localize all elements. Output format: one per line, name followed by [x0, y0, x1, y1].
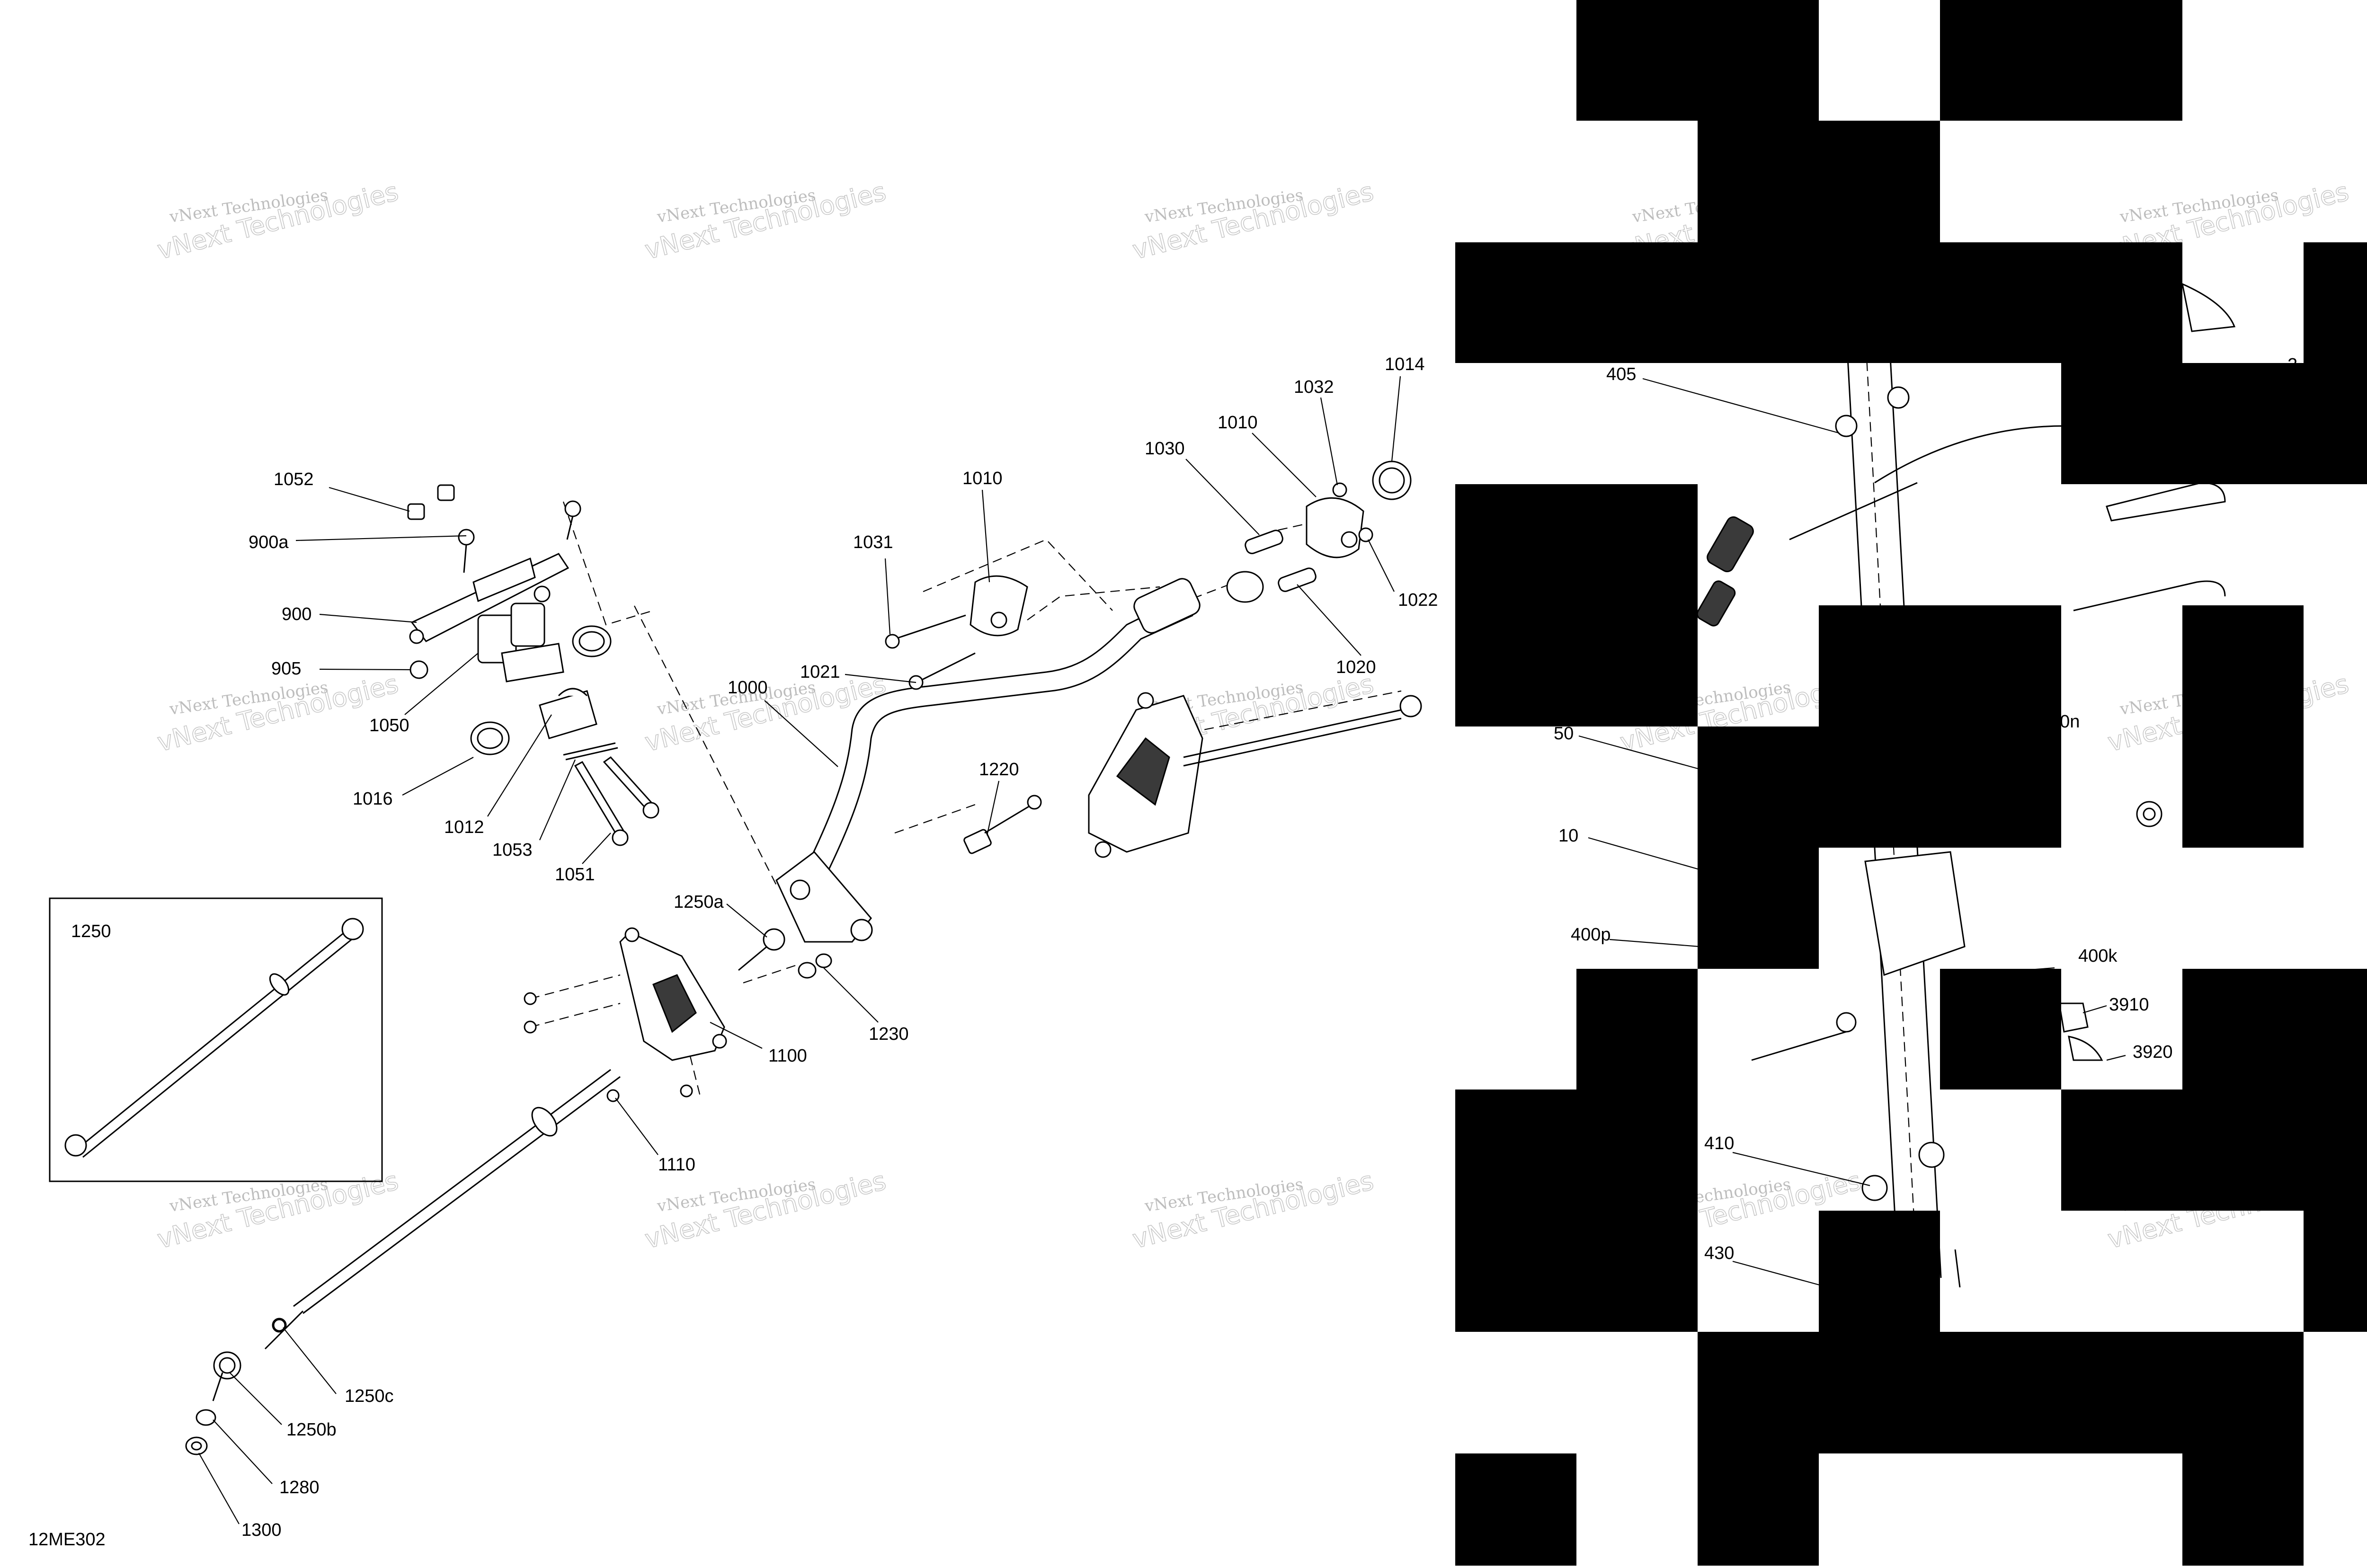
fastener-1052-a	[407, 503, 425, 520]
bolt-1022	[1358, 527, 1373, 542]
label-1230: 1230	[869, 1024, 909, 1044]
bolt-1220	[963, 795, 1042, 854]
bushing-1050	[477, 602, 564, 682]
bracket-900	[409, 553, 570, 644]
label-1014: 1014	[1385, 354, 1425, 374]
label-1050: 1050	[369, 716, 409, 735]
label-1110: 1110	[658, 1155, 695, 1175]
label-1021: 1021	[800, 662, 840, 682]
watermark: vNext Technologies vNext Technologies	[641, 1165, 889, 1255]
housing-upper	[1088, 692, 1203, 858]
label-1220: 1220	[979, 760, 1019, 780]
seal-1016-top	[572, 625, 612, 657]
ball-joint-1250a	[738, 928, 785, 971]
label-1030: 1030	[1145, 439, 1185, 459]
inset-box-1250: 1250	[49, 897, 383, 1182]
label-1022: 1022	[1398, 590, 1438, 610]
bolt-1031	[885, 614, 966, 649]
label-1012: 1012	[444, 817, 484, 837]
label-1032: 1032	[1294, 377, 1334, 397]
bolt-900a	[458, 500, 581, 573]
label-1031: 1031	[853, 532, 893, 552]
screws-1110	[524, 992, 693, 1102]
label-1250b: 1250b	[286, 1420, 337, 1440]
nut-1032	[1332, 482, 1347, 497]
clamp-1010-right	[1306, 497, 1364, 558]
housing-1100	[619, 927, 727, 1061]
label-1250a: 1250a	[674, 892, 724, 912]
label-1016: 1016	[353, 789, 393, 809]
inset-label-1250: 1250	[71, 921, 111, 941]
part-labels-right: 405 50 10 400p 400k 3910 3920 410 430 00…	[1554, 355, 2297, 1263]
label-1000: 1000	[728, 678, 768, 698]
diagram-code: 12ME302	[28, 1530, 106, 1550]
seal-1016	[470, 721, 510, 755]
bolt-1021	[908, 652, 976, 690]
redaction-blocks	[1455, 0, 2367, 1566]
washer-1280	[196, 1409, 216, 1426]
label-405: 405	[1606, 364, 1636, 384]
watermark: vNext Technologies vNext Technologies	[1129, 176, 1377, 266]
label-3910: 3910	[2109, 995, 2149, 1015]
label-1100: 1100	[768, 1046, 807, 1066]
label-1053: 1053	[492, 840, 533, 860]
label-400k: 400k	[2078, 946, 2118, 966]
nut-1300	[185, 1436, 208, 1455]
label-1300: 1300	[241, 1520, 282, 1540]
washer-1230	[798, 953, 832, 979]
label-1010-right: 1010	[1218, 413, 1258, 433]
nut-1250c	[273, 1319, 286, 1332]
label-00n: 00n	[2050, 712, 2080, 732]
label-1280: 1280	[279, 1478, 320, 1497]
watermark: vNext Technologies vNext Technologies	[154, 1165, 401, 1255]
clamp-1012	[539, 688, 597, 739]
watermark: vNext Technologies vNext Technologies	[154, 668, 401, 758]
label-400p: 400p	[1571, 925, 1611, 945]
label-50: 50	[1554, 724, 1574, 744]
fastener-1052-b	[437, 484, 455, 501]
label-410: 410	[1704, 1134, 1734, 1153]
label-2: 2	[2287, 355, 2297, 375]
seal-1014	[1372, 461, 1412, 500]
watermark: vNext Technologies vNext Technologies	[154, 176, 401, 266]
watermark: vNext Technologies vNext Technologies	[641, 176, 889, 266]
label-1250c: 1250c	[345, 1386, 394, 1406]
label-1052: 1052	[274, 470, 314, 489]
label-900: 900	[282, 604, 311, 624]
label-10: 10	[1558, 826, 1578, 846]
label-430: 430	[1704, 1243, 1734, 1263]
clamp-1010-left	[970, 575, 1028, 637]
part-labels-left: 1052 900a 900 905 1050 1016 1012 1053 10…	[28, 354, 1438, 1550]
label-1010-left: 1010	[962, 469, 1003, 488]
nut-905	[409, 585, 551, 679]
label-3920: 3920	[2133, 1042, 2173, 1062]
label-905: 905	[271, 659, 301, 679]
steering-column-1000	[775, 578, 1201, 943]
label-1020: 1020	[1336, 657, 1376, 677]
tie-rod-upper	[1183, 695, 1422, 767]
ball-joint-1250b	[212, 1357, 236, 1401]
ring-1020-a	[1226, 571, 1264, 603]
pin-1020-b	[1278, 567, 1317, 592]
pin-1030	[1245, 530, 1283, 554]
label-1051: 1051	[555, 865, 595, 885]
bolts-1051	[574, 756, 659, 846]
label-900a: 900a	[249, 532, 289, 552]
washer-1053	[563, 742, 618, 761]
leader-lines	[198, 376, 2126, 1524]
watermark: vNext Technologies vNext Technologies	[1129, 1165, 1377, 1255]
